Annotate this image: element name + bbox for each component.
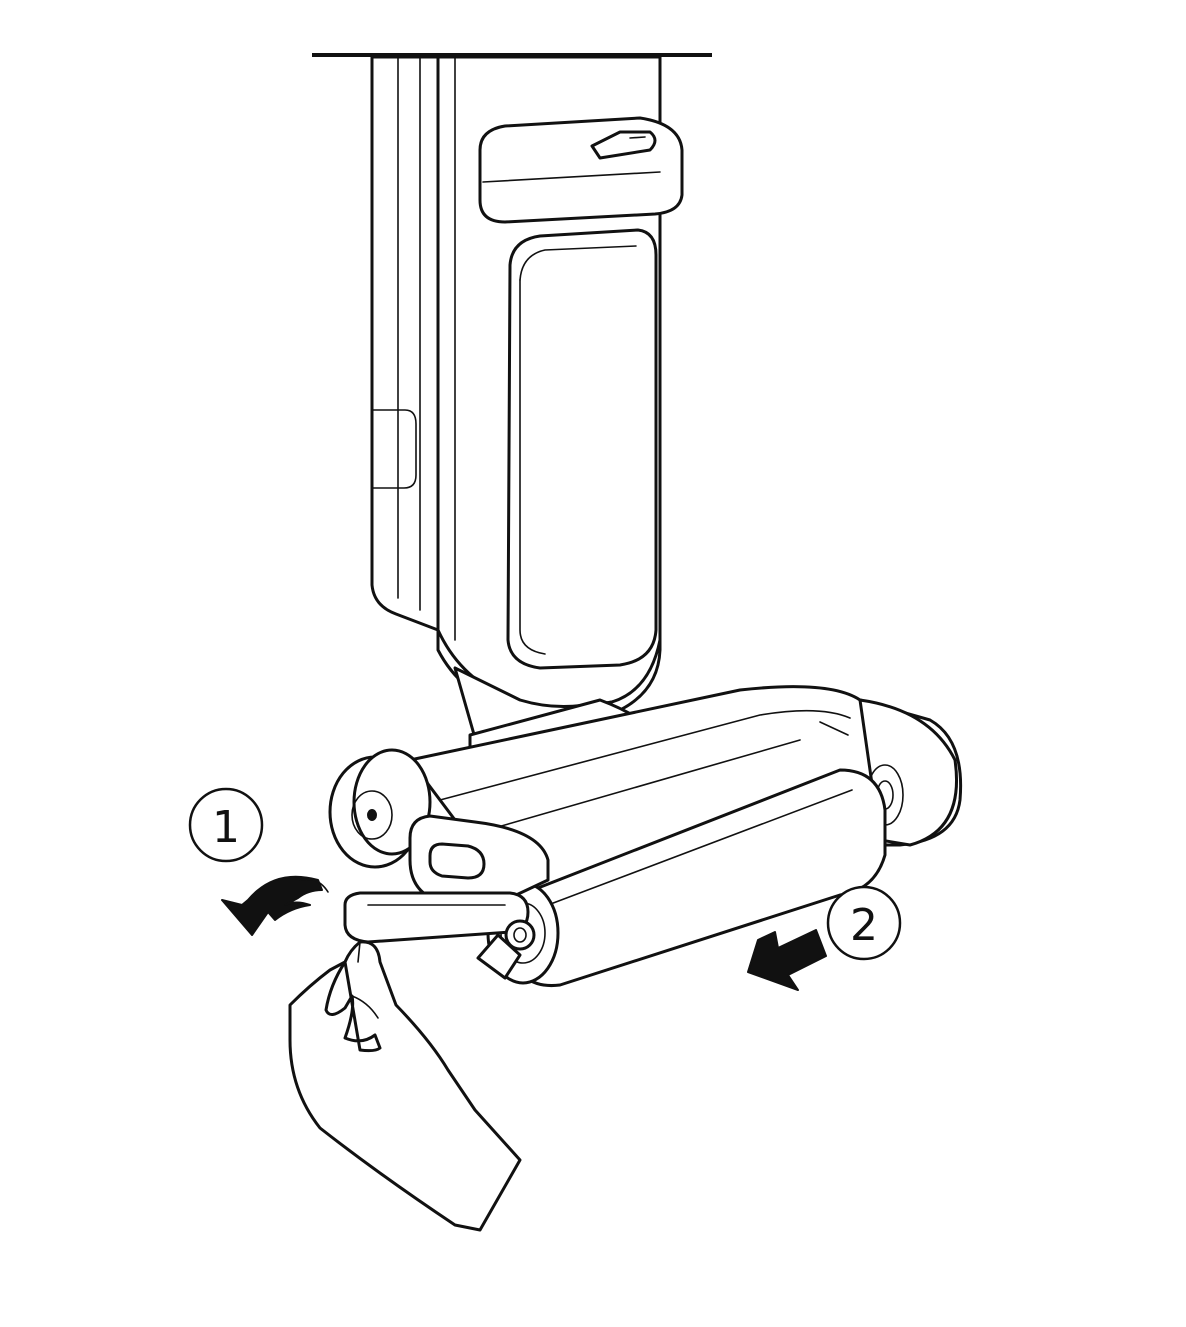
hand-illustration xyxy=(288,940,522,1232)
vacuum-body xyxy=(370,55,684,724)
step-2-marker: 2 xyxy=(826,885,902,961)
step-2-number: 2 xyxy=(850,900,878,951)
step-1-marker: 1 xyxy=(188,787,264,863)
step-1-number: 1 xyxy=(212,802,240,853)
floor-head xyxy=(328,685,963,988)
pull-arrow-icon xyxy=(747,929,827,991)
release-lever xyxy=(343,891,536,951)
rotate-arrow-icon xyxy=(221,875,329,936)
